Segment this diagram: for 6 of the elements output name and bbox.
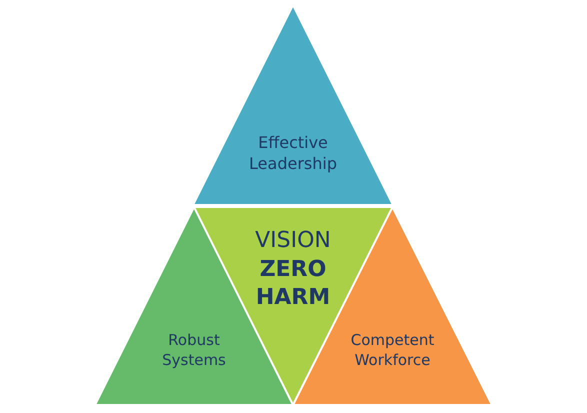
node-label: Effective Leadership <box>248 133 338 175</box>
node-label: Robust Systems <box>161 331 227 370</box>
node-label: Competent Workforce <box>350 331 436 370</box>
triangle <box>193 5 393 205</box>
node-label: ZERO HARM <box>254 256 332 312</box>
node-label: VISION <box>255 227 331 255</box>
